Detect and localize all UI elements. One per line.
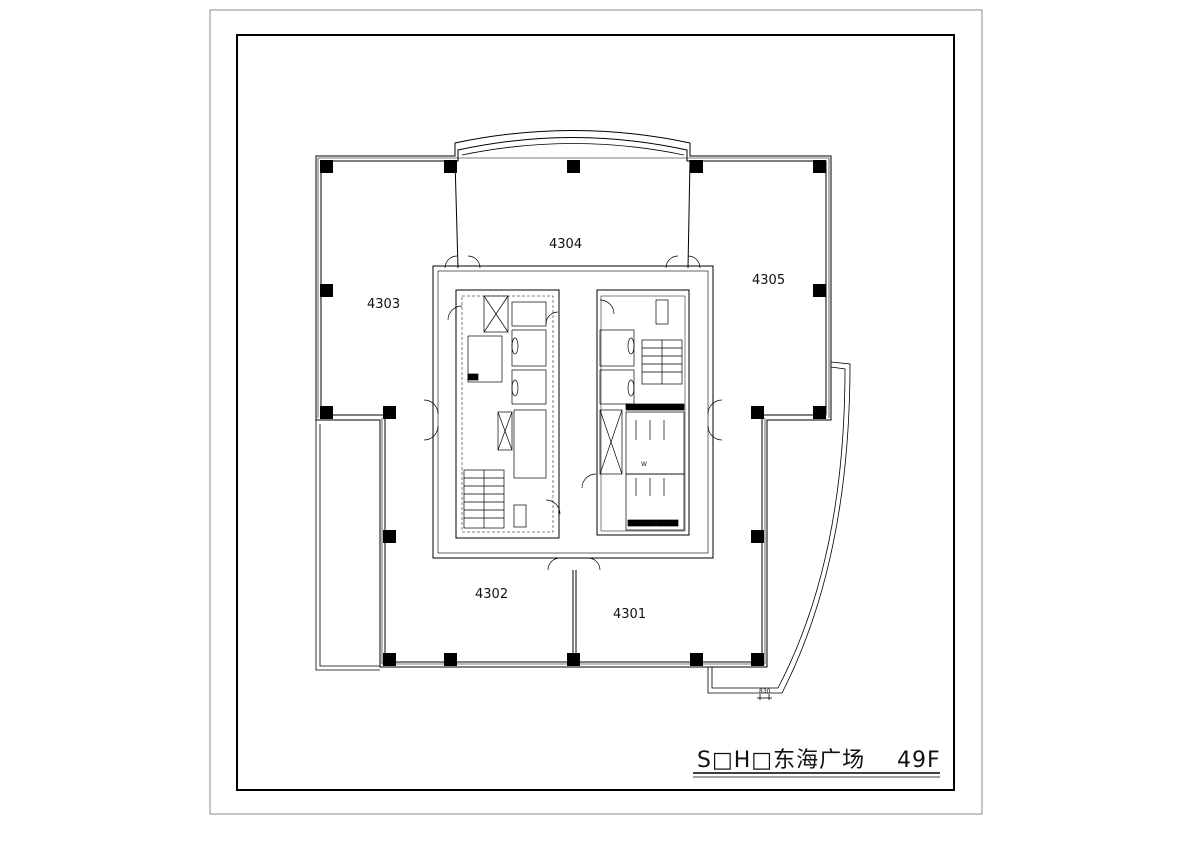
column: [751, 653, 764, 666]
column: [813, 160, 826, 173]
room-label-4305: 4305: [752, 273, 785, 288]
column: [383, 653, 396, 666]
restroom-label: W: [641, 461, 647, 468]
column: [813, 284, 826, 297]
column: [751, 406, 764, 419]
room-label-4303: 4303: [367, 297, 400, 312]
restroom-label: W: [653, 520, 659, 527]
column: [383, 406, 396, 419]
column: [751, 530, 764, 543]
core-doors: [423, 255, 723, 571]
balcony-left: [315, 420, 380, 671]
floor-number: 49F: [897, 748, 941, 773]
column: [320, 406, 333, 419]
column: [444, 160, 457, 173]
elevator-car: [599, 369, 635, 405]
core-right: [596, 289, 690, 536]
restroom: [625, 473, 685, 531]
column: [567, 160, 580, 173]
upper-wall-outer: [315, 130, 832, 668]
column: [444, 653, 457, 666]
column: [690, 653, 703, 666]
project-title: S□H□东海广场: [697, 748, 865, 773]
room-label-4302: 4302: [475, 587, 508, 602]
column: [320, 160, 333, 173]
core-left: [455, 289, 560, 539]
corridor-outer: [432, 265, 714, 559]
outer-border: [209, 9, 983, 815]
shaft: [483, 295, 509, 333]
core-left-details: [447, 295, 561, 529]
arc-detail: [461, 143, 685, 156]
elevator-car: [511, 369, 547, 405]
shaft: [599, 409, 623, 475]
upper-wall-inner: [320, 137, 827, 663]
core-right-inner: [600, 295, 686, 532]
dimension-label: 830: [759, 688, 771, 695]
column: [567, 653, 580, 666]
shaft: [497, 411, 513, 451]
drawing-frame: [236, 34, 955, 791]
column: [383, 530, 396, 543]
elevator-car: [511, 301, 547, 327]
column: [813, 406, 826, 419]
core-right-details: [581, 299, 685, 531]
restroom: [625, 411, 685, 475]
column: [690, 160, 703, 173]
balcony-right: [707, 361, 851, 700]
partition-left: [454, 159, 459, 269]
columns: [320, 160, 826, 666]
building-envelope: [315, 130, 832, 668]
room-label-4304: 4304: [549, 237, 582, 252]
room-label-4301: 4301: [613, 607, 646, 622]
freight-room: [467, 335, 503, 383]
elevator-car: [511, 329, 547, 367]
partition-right: [687, 159, 691, 269]
elevator-car: [599, 329, 635, 367]
column: [320, 284, 333, 297]
